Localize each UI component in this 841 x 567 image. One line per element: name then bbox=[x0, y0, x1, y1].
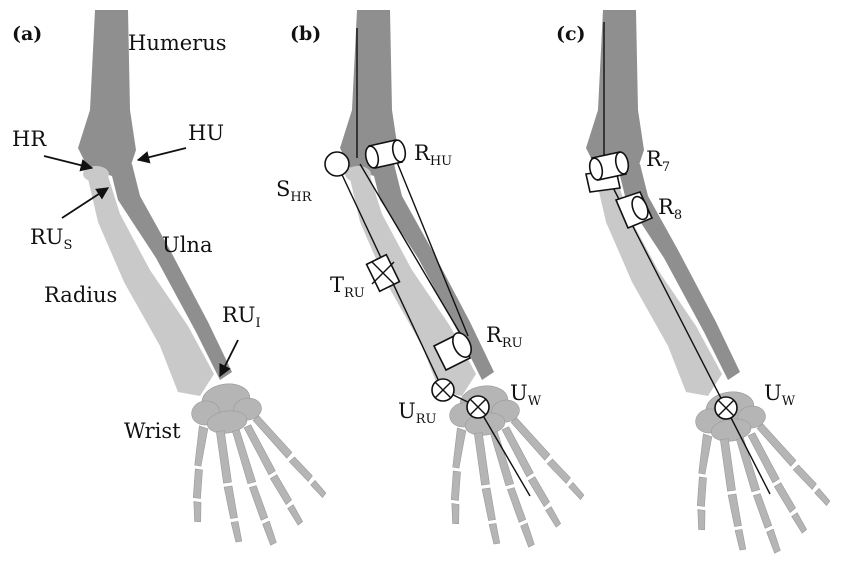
label-rru: RRU bbox=[486, 323, 523, 351]
label-humerus: Humerus bbox=[128, 31, 227, 55]
spherical-joint-shr bbox=[325, 152, 349, 176]
panel-a: (a) Humerus HR HU RUS Ulna Radius RUI Wr… bbox=[12, 10, 332, 555]
label-hr: HR bbox=[12, 127, 47, 151]
label-rus: RUS bbox=[30, 225, 72, 253]
arm-skeleton-b bbox=[340, 10, 494, 396]
panel-label-b: (b) bbox=[290, 23, 321, 45]
label-rhu: RHU bbox=[414, 141, 452, 169]
label-r8: R8 bbox=[658, 195, 682, 223]
universal-joint-uw-b bbox=[467, 396, 489, 418]
label-hu: HU bbox=[188, 121, 224, 145]
label-r7: R7 bbox=[646, 147, 670, 175]
label-radius: Radius bbox=[44, 283, 117, 307]
panel-b: (b) RHU SHR TRU RRU URU UW bbox=[276, 10, 590, 557]
label-uw-c: UW bbox=[764, 381, 796, 409]
universal-joint-uru bbox=[432, 379, 454, 401]
hand-skeleton-a bbox=[176, 372, 332, 555]
arm-skeleton-a bbox=[78, 10, 232, 396]
arrow-hu bbox=[138, 148, 186, 160]
label-shr: SHR bbox=[276, 177, 313, 205]
label-tru: TRU bbox=[330, 273, 365, 301]
universal-joint-uw-c bbox=[715, 397, 737, 419]
panel-c: (c) R7 R8 UW bbox=[556, 10, 836, 563]
label-rui: RUI bbox=[222, 303, 261, 331]
label-ulna: Ulna bbox=[162, 233, 212, 257]
panel-label-c: (c) bbox=[556, 23, 586, 45]
label-wrist: Wrist bbox=[124, 419, 181, 443]
label-uru: URU bbox=[398, 399, 436, 427]
panel-label-a: (a) bbox=[12, 23, 42, 45]
label-uw-b: UW bbox=[510, 381, 542, 409]
